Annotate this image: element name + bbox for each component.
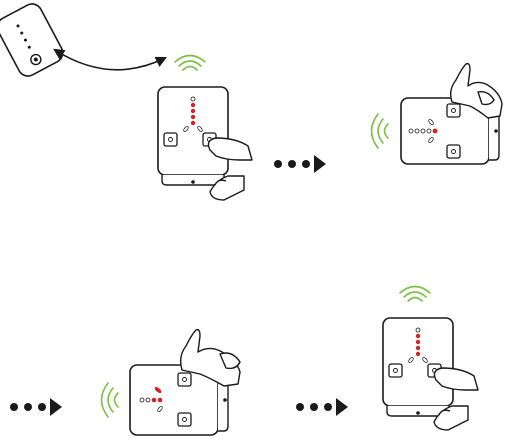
left-button: [164, 133, 177, 146]
phone-icon: [0, 0, 66, 79]
next-step-arrow-icon: [10, 398, 62, 416]
bottom-button: [178, 413, 191, 426]
top-button: [447, 104, 460, 117]
next-step-arrow-icon: [274, 155, 326, 173]
wireless-signal-icon: [400, 287, 430, 302]
wireless-signal-icon: [102, 383, 119, 417]
next-step-arrow-icon: [296, 398, 348, 416]
double-arrow-icon: [55, 50, 165, 70]
wireless-signal-icon: [175, 56, 205, 71]
left-button: [389, 364, 402, 377]
top-button: [178, 373, 191, 386]
bottom-button: [447, 145, 460, 158]
step-1-device: [158, 87, 228, 185]
step-4-device: [383, 318, 453, 416]
wireless-signal-icon: [372, 114, 389, 148]
